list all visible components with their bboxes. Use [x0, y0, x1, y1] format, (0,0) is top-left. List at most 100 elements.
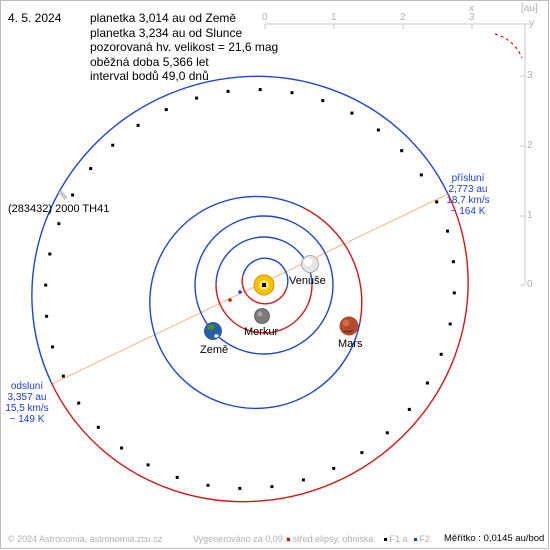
orbit-point — [385, 431, 389, 435]
aphelion-title: odsluní — [10, 381, 44, 392]
right-tick-label: 0 — [527, 279, 533, 290]
legend-focus-f2: F2 — [414, 534, 430, 544]
legend-center-foci: střed elipsy, ohniska — [287, 534, 373, 544]
perihelion-title: přísluní — [451, 173, 485, 184]
venus-orbit-south — [215, 284, 313, 334]
perihelion-distance: 2,773 au — [448, 184, 488, 195]
mars-orbit-north — [149, 195, 361, 410]
earth-distance-line: planetka 3,014 au od Země — [90, 11, 237, 25]
orbit-point — [57, 222, 61, 226]
orbit-point — [206, 483, 210, 487]
orbit-point — [332, 466, 336, 470]
earth-label: Země — [200, 344, 229, 356]
sun — [253, 274, 275, 296]
earth-orbit — [194, 215, 334, 355]
orbit-point — [448, 322, 452, 326]
orbit-point — [452, 291, 456, 295]
legend-focus-f1: F1 a — [384, 534, 408, 544]
orbit-point — [376, 128, 380, 132]
ellipse-center-dot — [228, 298, 232, 302]
legend-f1-dot — [384, 538, 387, 542]
asteroid-orbit-north — [31, 75, 449, 385]
mars-label: Mars — [338, 338, 363, 350]
aphelion-temperature: ~ 149 K — [9, 414, 45, 425]
orbit-point — [350, 111, 354, 115]
orbit-point — [446, 229, 449, 233]
orbit-point — [195, 96, 199, 100]
perihelion-temperature: ~ 164 K — [450, 206, 486, 217]
orbit-point — [71, 193, 75, 197]
orbit-point — [435, 200, 439, 204]
orbit-point — [51, 345, 54, 349]
magnitude-line: pozorovaná hv. velikost = 21,6 mag — [90, 40, 279, 54]
orbit-point — [451, 260, 455, 264]
orbit-point — [226, 89, 230, 93]
sun-distance-line: planetka 3,234 au od Slunce — [90, 25, 243, 40]
orbit-point — [48, 252, 52, 256]
orbital-period-line: oběžná doba 5,366 let — [90, 54, 209, 69]
orbit-point — [439, 352, 443, 356]
mars-planet — [339, 316, 359, 336]
orbit-point — [419, 173, 423, 177]
legend-center-dot — [287, 538, 290, 542]
mercury-label: Merkur — [244, 326, 279, 338]
legend-f1-text: F1 — [389, 534, 401, 544]
right-tick-label: 3 — [527, 70, 533, 81]
right-axis-y-label: y — [529, 18, 534, 29]
focus-f2-dot — [238, 290, 242, 294]
orbit-point — [164, 108, 168, 112]
legend-f2-text: F2 — [419, 534, 431, 544]
orbit-point — [321, 99, 325, 103]
scale-text: Měřítko : 0,0145 au/bod — [444, 533, 545, 544]
orbit-point — [89, 167, 93, 171]
orbit-point — [77, 401, 81, 405]
legend-a-text: a — [402, 534, 408, 544]
mercury-planet — [254, 308, 270, 324]
asteroid-orbit-points — [44, 88, 456, 490]
asteroid-facts: planetka 3,014 au od Země planetka 3,234… — [90, 11, 278, 84]
top-tick-label: 3 — [469, 12, 475, 23]
orbit-point — [238, 486, 242, 490]
orbit-point — [44, 283, 48, 287]
right-tick-label: 1 — [527, 210, 533, 221]
mars-orbit-south — [303, 207, 363, 323]
perihelion-info: přísluní 2,773 au 18,7 km/s ~ 164 K — [438, 173, 498, 217]
mercury-orbit-south — [241, 274, 288, 305]
legend-f2-dot — [414, 538, 417, 542]
top-tick-label: 0 — [262, 12, 268, 23]
orbit-point — [301, 478, 305, 482]
orbit-point — [136, 123, 140, 127]
top-tick-label: 1 — [331, 12, 337, 23]
orbit-point — [400, 149, 404, 153]
orbit-point — [96, 425, 100, 429]
axis-unit-label: [au] — [521, 3, 538, 14]
orbit-point — [111, 143, 115, 147]
orbit-point — [45, 314, 49, 318]
right-tick-label: 2 — [527, 140, 533, 151]
date-label: 4. 5. 2024 — [8, 11, 62, 25]
orbit-point — [425, 381, 429, 385]
orbit-point — [360, 451, 364, 455]
asteroid-name-label: (283432) 2000 TH41 — [8, 203, 110, 215]
top-tick-label: 2 — [400, 12, 406, 23]
orbit-point — [258, 88, 262, 92]
orbit-point — [175, 475, 179, 479]
asteroid-orbit-south — [51, 193, 469, 503]
orbit-point — [290, 91, 294, 95]
venus-label: Venuše — [289, 275, 326, 287]
legend-center-text: střed elipsy, ohniska — [292, 534, 374, 544]
apsis-line — [51, 193, 449, 385]
aphelion-info: odsluní 3,357 au 15,5 km/s ~ 149 K — [0, 381, 54, 425]
aphelion-distance: 3,357 au — [7, 392, 47, 403]
orbit-point — [146, 463, 150, 467]
venus-planet — [301, 255, 319, 273]
axes — [264, 23, 529, 286]
point-interval-line: interval bodů 49,0 dnů — [90, 69, 209, 83]
aphelion-speed: 15,5 km/s — [5, 403, 49, 414]
mercury-orbit-north — [242, 257, 289, 288]
orbit-point — [407, 407, 411, 411]
asteroid-motion-arc — [494, 33, 523, 59]
perihelion-speed: 18,7 km/s — [446, 195, 490, 206]
orbit-point — [270, 485, 274, 489]
